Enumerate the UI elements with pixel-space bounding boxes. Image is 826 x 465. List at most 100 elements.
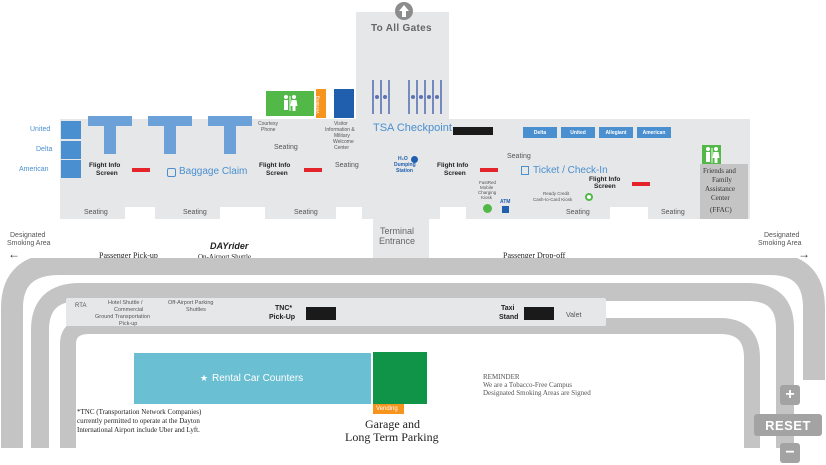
- h2o-line2: Dumping: [394, 162, 416, 168]
- zoom-out-button[interactable]: −: [780, 443, 800, 463]
- tnc-sign: [306, 307, 336, 320]
- transport-island: [66, 298, 606, 326]
- flight-info-2-line1: Flight Info: [259, 162, 291, 169]
- flight-info-4-line2: Screen: [594, 183, 616, 190]
- ffac-line1: Friends and: [703, 167, 736, 175]
- baggage-claim-label: Baggage Claim: [179, 166, 248, 177]
- flight-info-screen-1[interactable]: [132, 168, 150, 172]
- seating-label: Seating: [183, 209, 207, 216]
- ffac-restroom-icon: [706, 147, 720, 163]
- charging-line4: Kiosk: [481, 195, 493, 200]
- left-airline-delta: Delta: [36, 146, 53, 153]
- h2o-station-dot[interactable]: [411, 156, 418, 163]
- counter-united: United: [561, 127, 595, 138]
- flight-info-screen-4[interactable]: [632, 182, 650, 186]
- left-counter-3: [61, 160, 81, 178]
- garage-line2: Long Term Parking: [345, 430, 439, 444]
- smoking-right-line1: Designated: [764, 232, 800, 239]
- courtesy-phone-line1: Courtesy: [258, 121, 279, 127]
- floor-divider: [336, 207, 362, 219]
- garage-line1: Garage and: [365, 417, 420, 431]
- flight-info-1-line2: Screen: [96, 170, 118, 177]
- garage-block[interactable]: [373, 352, 427, 404]
- hotel-line4: Pick-up: [119, 321, 138, 327]
- checkpoint-screen: [453, 127, 493, 135]
- flight-info-screen-3[interactable]: [480, 168, 498, 172]
- tnc-note-line1: *TNC (Transportation Network Companies): [77, 408, 202, 416]
- vending-upper: [316, 89, 326, 118]
- seating-label: Seating: [661, 209, 685, 216]
- terminal-entrance-line2: Entrance: [379, 236, 416, 246]
- ready-credit-line2: Cash-to-Card Kiosk: [533, 197, 573, 202]
- reminder-line3: Designated Smoking Areas are Signed: [483, 389, 591, 397]
- dayrider-title: DAYrider: [210, 241, 249, 251]
- terminal-entrance-line1: Terminal: [380, 226, 415, 236]
- arrow-left-icon: ←: [8, 247, 20, 261]
- seating-label: Seating: [294, 209, 318, 216]
- counter-american: American: [637, 127, 671, 138]
- rental-car-label: Rental Car Counters: [212, 373, 304, 384]
- zoom-in-button[interactable]: +: [780, 385, 800, 405]
- rental-car-icon: ★: [200, 373, 209, 383]
- ffac-line2: Family: [712, 176, 732, 184]
- reminder-line2: We are a Tobacco-Free Campus: [483, 381, 573, 389]
- up-arrow-icon[interactable]: [395, 2, 413, 20]
- vending-lower-label: Vending: [376, 406, 398, 412]
- offsite-line2: Shuttles: [186, 307, 206, 313]
- counter-delta: Delta: [523, 127, 557, 138]
- offsite-line1: Off-Airport Parking: [168, 300, 214, 306]
- dayrider-subtitle: On-Airport Shuttle: [198, 253, 252, 261]
- flight-info-1-line1: Flight Info: [89, 162, 121, 169]
- reset-button[interactable]: RESET: [754, 414, 822, 436]
- baggage-carousel-2: [148, 116, 192, 154]
- seating-label: Seating: [335, 162, 359, 169]
- arrow-right-icon: →: [798, 247, 810, 261]
- vending-upper-label: Vending: [315, 95, 321, 114]
- valet-label: Valet: [566, 312, 582, 319]
- taxi-sign: [524, 307, 554, 320]
- baggage-carousel-1: [88, 116, 132, 154]
- left-airline-american: American: [19, 166, 49, 173]
- atm-icon[interactable]: [502, 206, 509, 213]
- charging-line2: Mobile: [480, 185, 494, 190]
- flight-info-screen-2[interactable]: [304, 168, 322, 172]
- vending-lower: [373, 404, 404, 414]
- floor-divider: [125, 207, 155, 219]
- restroom-icon: [284, 95, 298, 111]
- h2o-line3: Station: [396, 168, 413, 174]
- rta-label: RTA: [75, 303, 87, 309]
- ready-credit-dot[interactable]: [585, 193, 593, 201]
- hotel-line2: Commercial: [114, 307, 144, 313]
- floor-divider: [440, 207, 466, 219]
- hotel-line3: Ground Transportation: [95, 314, 151, 320]
- visitor-center-line4: Welcome: [333, 139, 354, 145]
- checkpoint-label: TSA Checkpoint: [373, 122, 452, 134]
- courtesy-phone-line2: Phone: [261, 127, 276, 133]
- counter-allegiant: Allegiant: [599, 127, 633, 138]
- taxi-line1: Taxi: [501, 305, 515, 312]
- smoking-left-line2: Smoking Area: [7, 240, 51, 247]
- ffac-line3: Assistance: [705, 185, 735, 193]
- tnc-note-line2: currently permitted to operate at the Da…: [77, 417, 200, 425]
- reminder-line1: REMINDER: [483, 373, 520, 381]
- ticket-icon: [521, 166, 529, 175]
- seating-label: Seating: [84, 209, 108, 216]
- ffac-line4: Center: [711, 194, 730, 202]
- floor-divider: [220, 207, 265, 219]
- seating-label: Seating: [274, 144, 298, 151]
- ffac-block[interactable]: [700, 164, 748, 219]
- checkpoint-lanes: [372, 80, 442, 114]
- flight-info-2-line2: Screen: [266, 170, 288, 177]
- dropoff-label: Passenger Drop-off: [503, 251, 566, 260]
- h2o-line1: H₂O: [398, 156, 408, 162]
- hotel-line1: Hotel Shuttle /: [108, 300, 143, 306]
- left-airline-united: United: [30, 126, 51, 133]
- gates-label: To All Gates: [371, 23, 432, 34]
- visitor-center-line3: Military: [334, 133, 350, 139]
- taxi-line2: Stand: [499, 314, 519, 321]
- flight-info-4-line1: Flight Info: [589, 176, 621, 183]
- visitor-center-line5: Center: [334, 145, 350, 151]
- charging-kiosk-dot[interactable]: [483, 204, 492, 213]
- tnc-line1: TNC*: [275, 305, 293, 312]
- rental-car-counters[interactable]: [134, 353, 371, 404]
